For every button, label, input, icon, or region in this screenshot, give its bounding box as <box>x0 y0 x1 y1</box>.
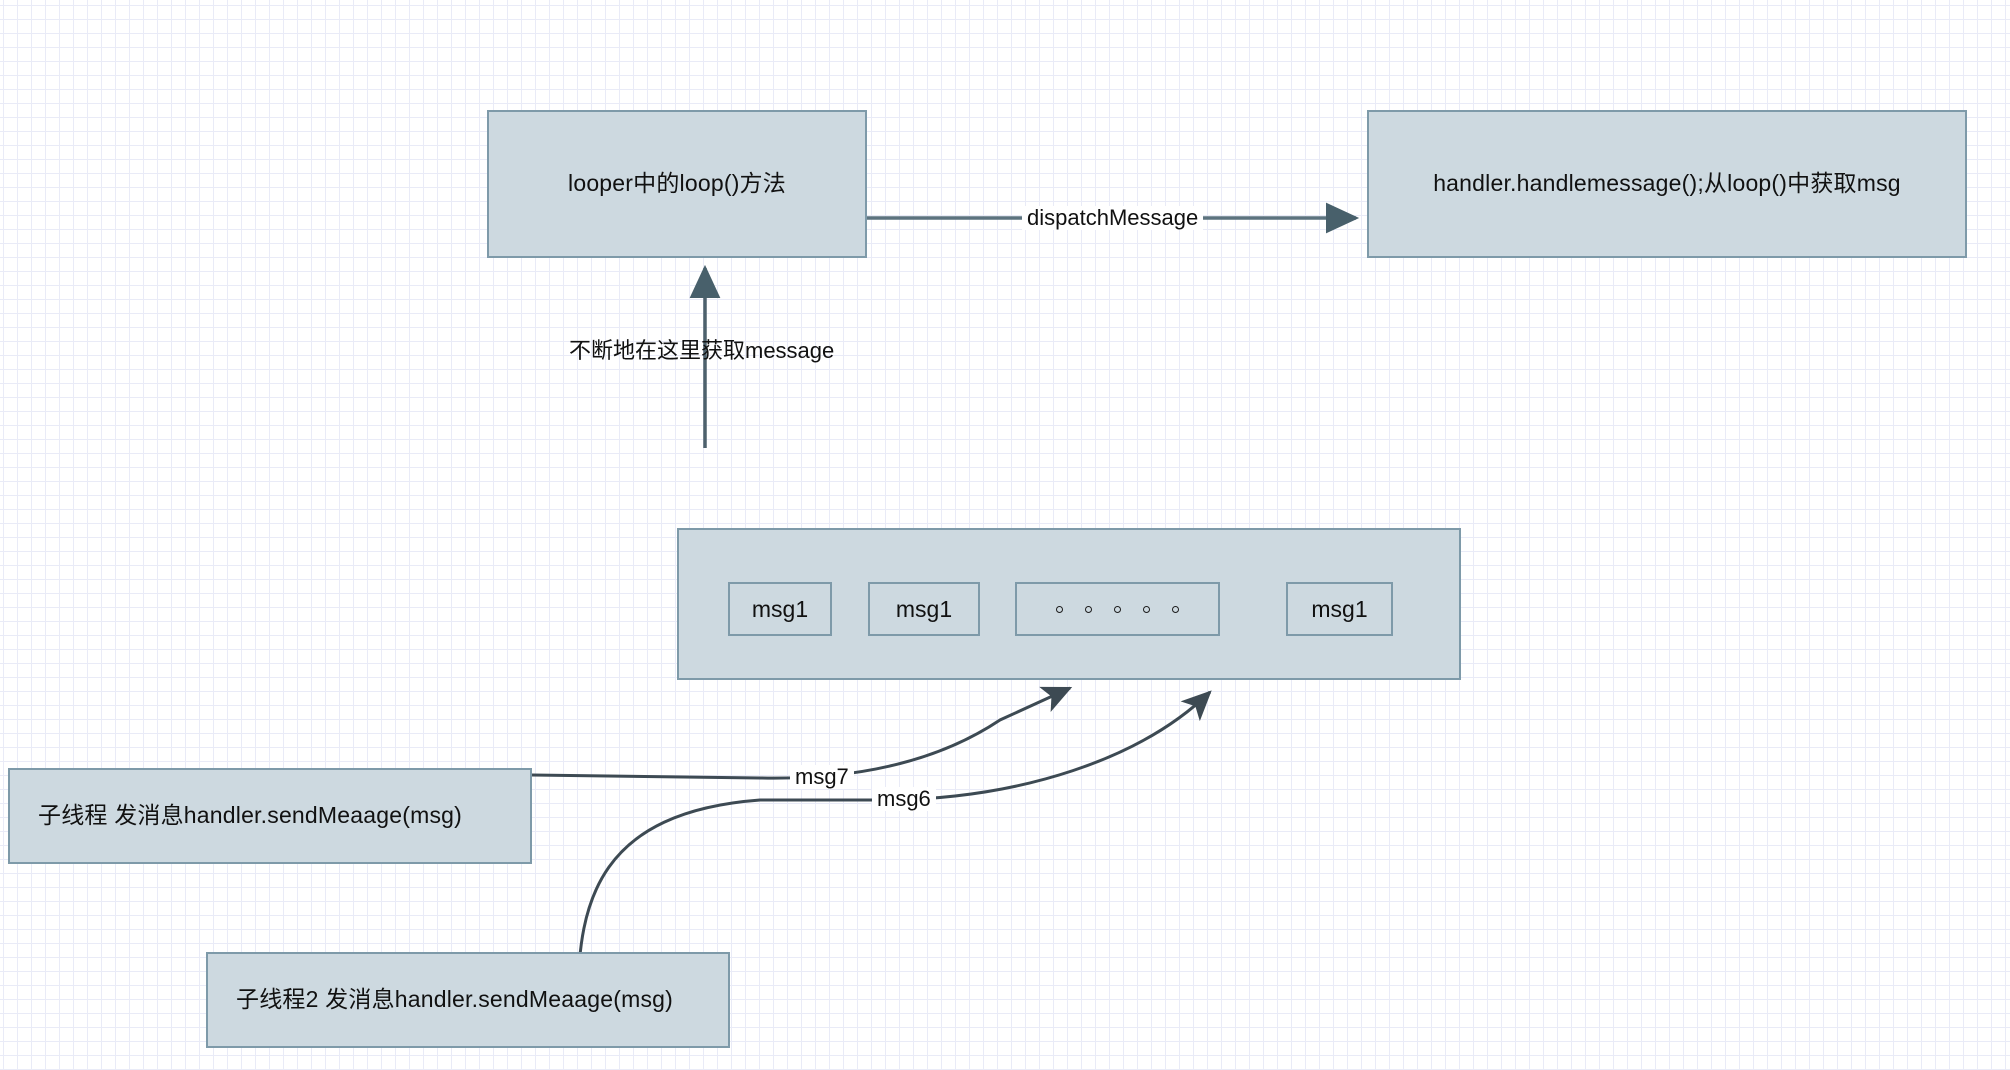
dot-icon <box>1143 605 1150 613</box>
node-looper-loop-label: looper中的loop()方法 <box>568 170 786 197</box>
queue-item-label: msg1 <box>1311 595 1368 622</box>
node-child-thread-1-label: 子线程 发消息handler.sendMeaage(msg) <box>38 802 462 829</box>
queue-item-msg-1[interactable]: msg1 <box>728 582 832 636</box>
dot-icon <box>1172 605 1179 613</box>
queue-item-label: msg1 <box>895 595 953 622</box>
dot-icon <box>1056 605 1063 613</box>
dot-icon <box>1085 605 1092 613</box>
edge-label-msg6: msg6 <box>872 786 936 812</box>
node-child-thread-2-label: 子线程2 发消息handler.sendMeaage(msg) <box>236 986 673 1013</box>
edge-label-dispatch-message: dispatchMessage <box>1022 205 1204 231</box>
queue-item-msg-2[interactable]: msg1 <box>868 582 980 636</box>
node-handler-handlemessage[interactable]: handler.handlemessage();从loop()中获取msg <box>1367 110 1967 258</box>
queue-item-ellipsis[interactable] <box>1015 582 1220 636</box>
node-handler-handlemessage-label: handler.handlemessage();从loop()中获取msg <box>1433 170 1901 197</box>
queue-item-label: msg1 <box>751 595 809 622</box>
queue-item-msg-3[interactable]: msg1 <box>1286 582 1393 636</box>
dot-icon <box>1114 605 1121 613</box>
ellipsis-dots <box>1056 605 1179 613</box>
node-looper-loop[interactable]: looper中的loop()方法 <box>487 110 867 258</box>
node-child-thread-2[interactable]: 子线程2 发消息handler.sendMeaage(msg) <box>206 952 730 1048</box>
edge-label-msg7: msg7 <box>790 764 854 790</box>
edge-label-fetch-message: 不断地在这里获取message <box>569 338 835 363</box>
node-child-thread-1[interactable]: 子线程 发消息handler.sendMeaage(msg) <box>8 768 532 864</box>
